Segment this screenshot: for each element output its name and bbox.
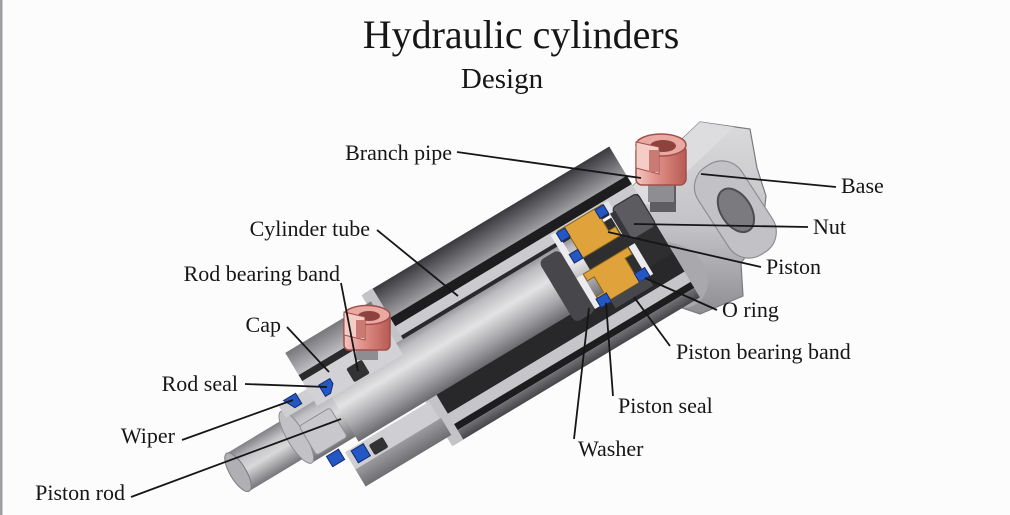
label-o-ring: O ring bbox=[722, 297, 779, 322]
tube-end-ring-bottom bbox=[425, 394, 464, 447]
tube-wall-edge-bottom bbox=[444, 281, 695, 436]
fitting-inner-wall bbox=[356, 320, 365, 338]
leader-cylinder-tube bbox=[376, 229, 459, 297]
cap-outer-bottom bbox=[355, 417, 452, 487]
branch-pipe-fitting-cap bbox=[343, 304, 391, 360]
leader-piston-seal bbox=[605, 302, 614, 397]
tube-outer-bottom bbox=[448, 287, 700, 446]
tube-outer-top bbox=[363, 146, 627, 324]
tube-cut-ledge-bottom bbox=[438, 271, 691, 430]
leader-lines bbox=[130, 151, 837, 498]
rod-tip-face bbox=[224, 452, 252, 493]
leader-piston bbox=[607, 231, 762, 268]
label-nut: Nut bbox=[813, 214, 846, 239]
clevis-hole bbox=[716, 187, 756, 234]
leader-piston-bearing-band bbox=[633, 296, 671, 347]
label-rod-seal: Rod seal bbox=[162, 371, 238, 396]
base-clevis-tab bbox=[693, 160, 777, 259]
leader-wiper bbox=[181, 399, 294, 441]
leader-base bbox=[700, 173, 837, 188]
leader-washer bbox=[573, 307, 590, 440]
piston-rod-body bbox=[321, 232, 605, 442]
leader-rod-seal bbox=[244, 383, 328, 388]
leader-nut bbox=[633, 223, 809, 228]
leader-rod-bearing-band bbox=[340, 282, 359, 372]
screen-left-edge bbox=[0, 0, 3, 515]
tube-wall-edge-top bbox=[380, 175, 632, 333]
rod-wrench-flat bbox=[299, 408, 347, 455]
leader-o-ring bbox=[644, 277, 718, 311]
label-cap: Cap bbox=[246, 312, 281, 337]
rod-band-left-of-piston bbox=[540, 251, 594, 321]
label-piston-bearing-band: Piston bearing band bbox=[676, 339, 851, 364]
nut-shadow bbox=[609, 210, 631, 240]
branch-pipe-fitting-base bbox=[635, 133, 687, 202]
o-ring-upper-left bbox=[568, 248, 584, 264]
rod-band-lower bbox=[369, 437, 388, 455]
piston-seal-upper-right bbox=[594, 204, 610, 220]
fitting-inner-wall bbox=[649, 150, 659, 172]
wiper-lower-part bbox=[325, 448, 346, 468]
leader-branch-pipe bbox=[456, 151, 642, 179]
label-cylinder-tube: Cylinder tube bbox=[250, 216, 370, 241]
page-title: Hydraulic cylinders bbox=[363, 12, 680, 57]
label-piston-rod: Piston rod bbox=[35, 480, 125, 505]
piston-assembly bbox=[540, 194, 656, 321]
label-wiper: Wiper bbox=[121, 423, 176, 448]
label-washer: Washer bbox=[578, 436, 644, 461]
label-branch-pipe: Branch pipe bbox=[345, 140, 452, 165]
piston-bearing-band-strip bbox=[610, 277, 654, 309]
piston-seal-upper-left bbox=[555, 227, 571, 243]
label-piston-seal: Piston seal bbox=[618, 393, 713, 418]
cylinder-assembly bbox=[224, 146, 700, 493]
label-base: Base bbox=[841, 173, 884, 198]
washer-strip-upper bbox=[550, 231, 576, 267]
leader-cap bbox=[286, 326, 330, 373]
label-rod-bearing-band: Rod bearing band bbox=[184, 261, 340, 286]
leader-piston-rod bbox=[130, 418, 342, 498]
washer-strip-lower bbox=[576, 274, 601, 310]
rod-seal-lower-part bbox=[350, 442, 372, 464]
washer-strip-lower-right bbox=[628, 243, 654, 278]
page-subtitle: Design bbox=[461, 63, 544, 95]
label-piston: Piston bbox=[766, 254, 821, 279]
part-labels: Branch pipe Base Nut Piston O ring Pisto… bbox=[35, 140, 884, 505]
